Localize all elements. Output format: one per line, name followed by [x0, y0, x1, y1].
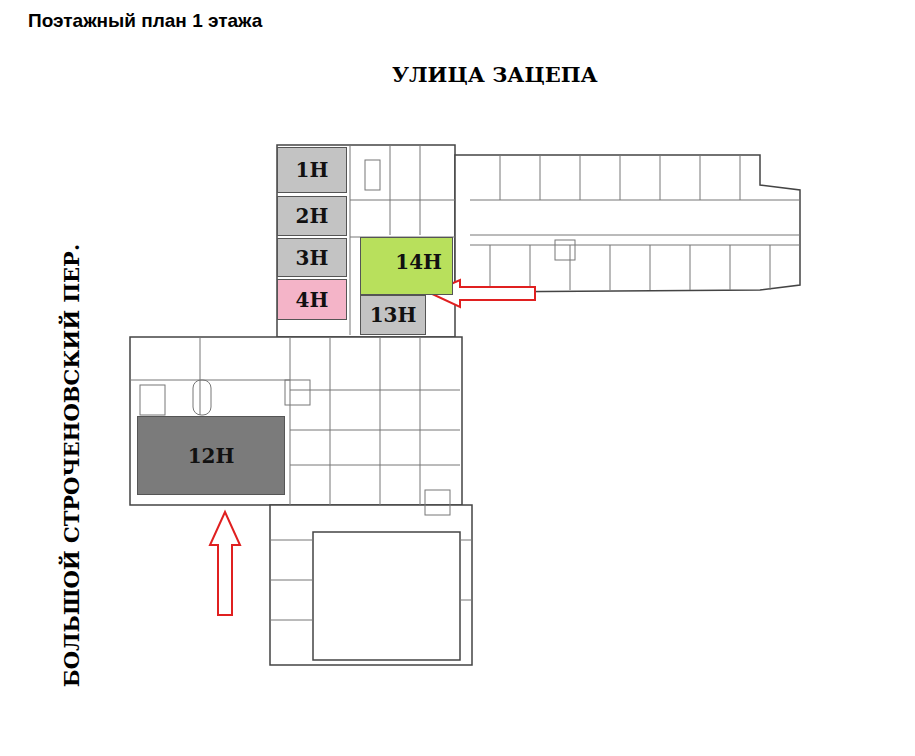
building-block	[277, 145, 455, 337]
unit-label: 14Н	[395, 250, 442, 274]
unit-label: 4Н	[296, 288, 329, 312]
unit-label: 12Н	[188, 444, 235, 468]
courtyard	[313, 532, 460, 660]
building-wing	[455, 155, 800, 292]
unit-box: 2Н	[277, 196, 347, 236]
unit-box: 1Н	[277, 147, 347, 193]
red-arrow	[210, 512, 240, 615]
building-block	[270, 505, 472, 665]
unit-box: 3Н	[277, 238, 347, 277]
unit-label: 13Н	[370, 303, 417, 327]
unit-box: 12Н	[137, 416, 285, 495]
building-block	[130, 337, 462, 505]
page-title: Поэтажный план 1 этажа	[28, 10, 262, 32]
unit-box: 14Н	[360, 237, 453, 295]
unit-box: 4Н	[277, 279, 347, 320]
unit-label: 1Н	[296, 158, 329, 182]
interior-walls	[130, 145, 800, 620]
unit-label: 3Н	[296, 246, 329, 270]
unit-label: 2Н	[296, 204, 329, 228]
unit-box: 13Н	[360, 295, 426, 335]
street-label: УЛИЦА ЗАЦЕПА	[392, 62, 598, 87]
lane-label: БОЛЬШОЙ СТРОЧЕНОВСКИЙ ПЕР.	[59, 244, 84, 687]
